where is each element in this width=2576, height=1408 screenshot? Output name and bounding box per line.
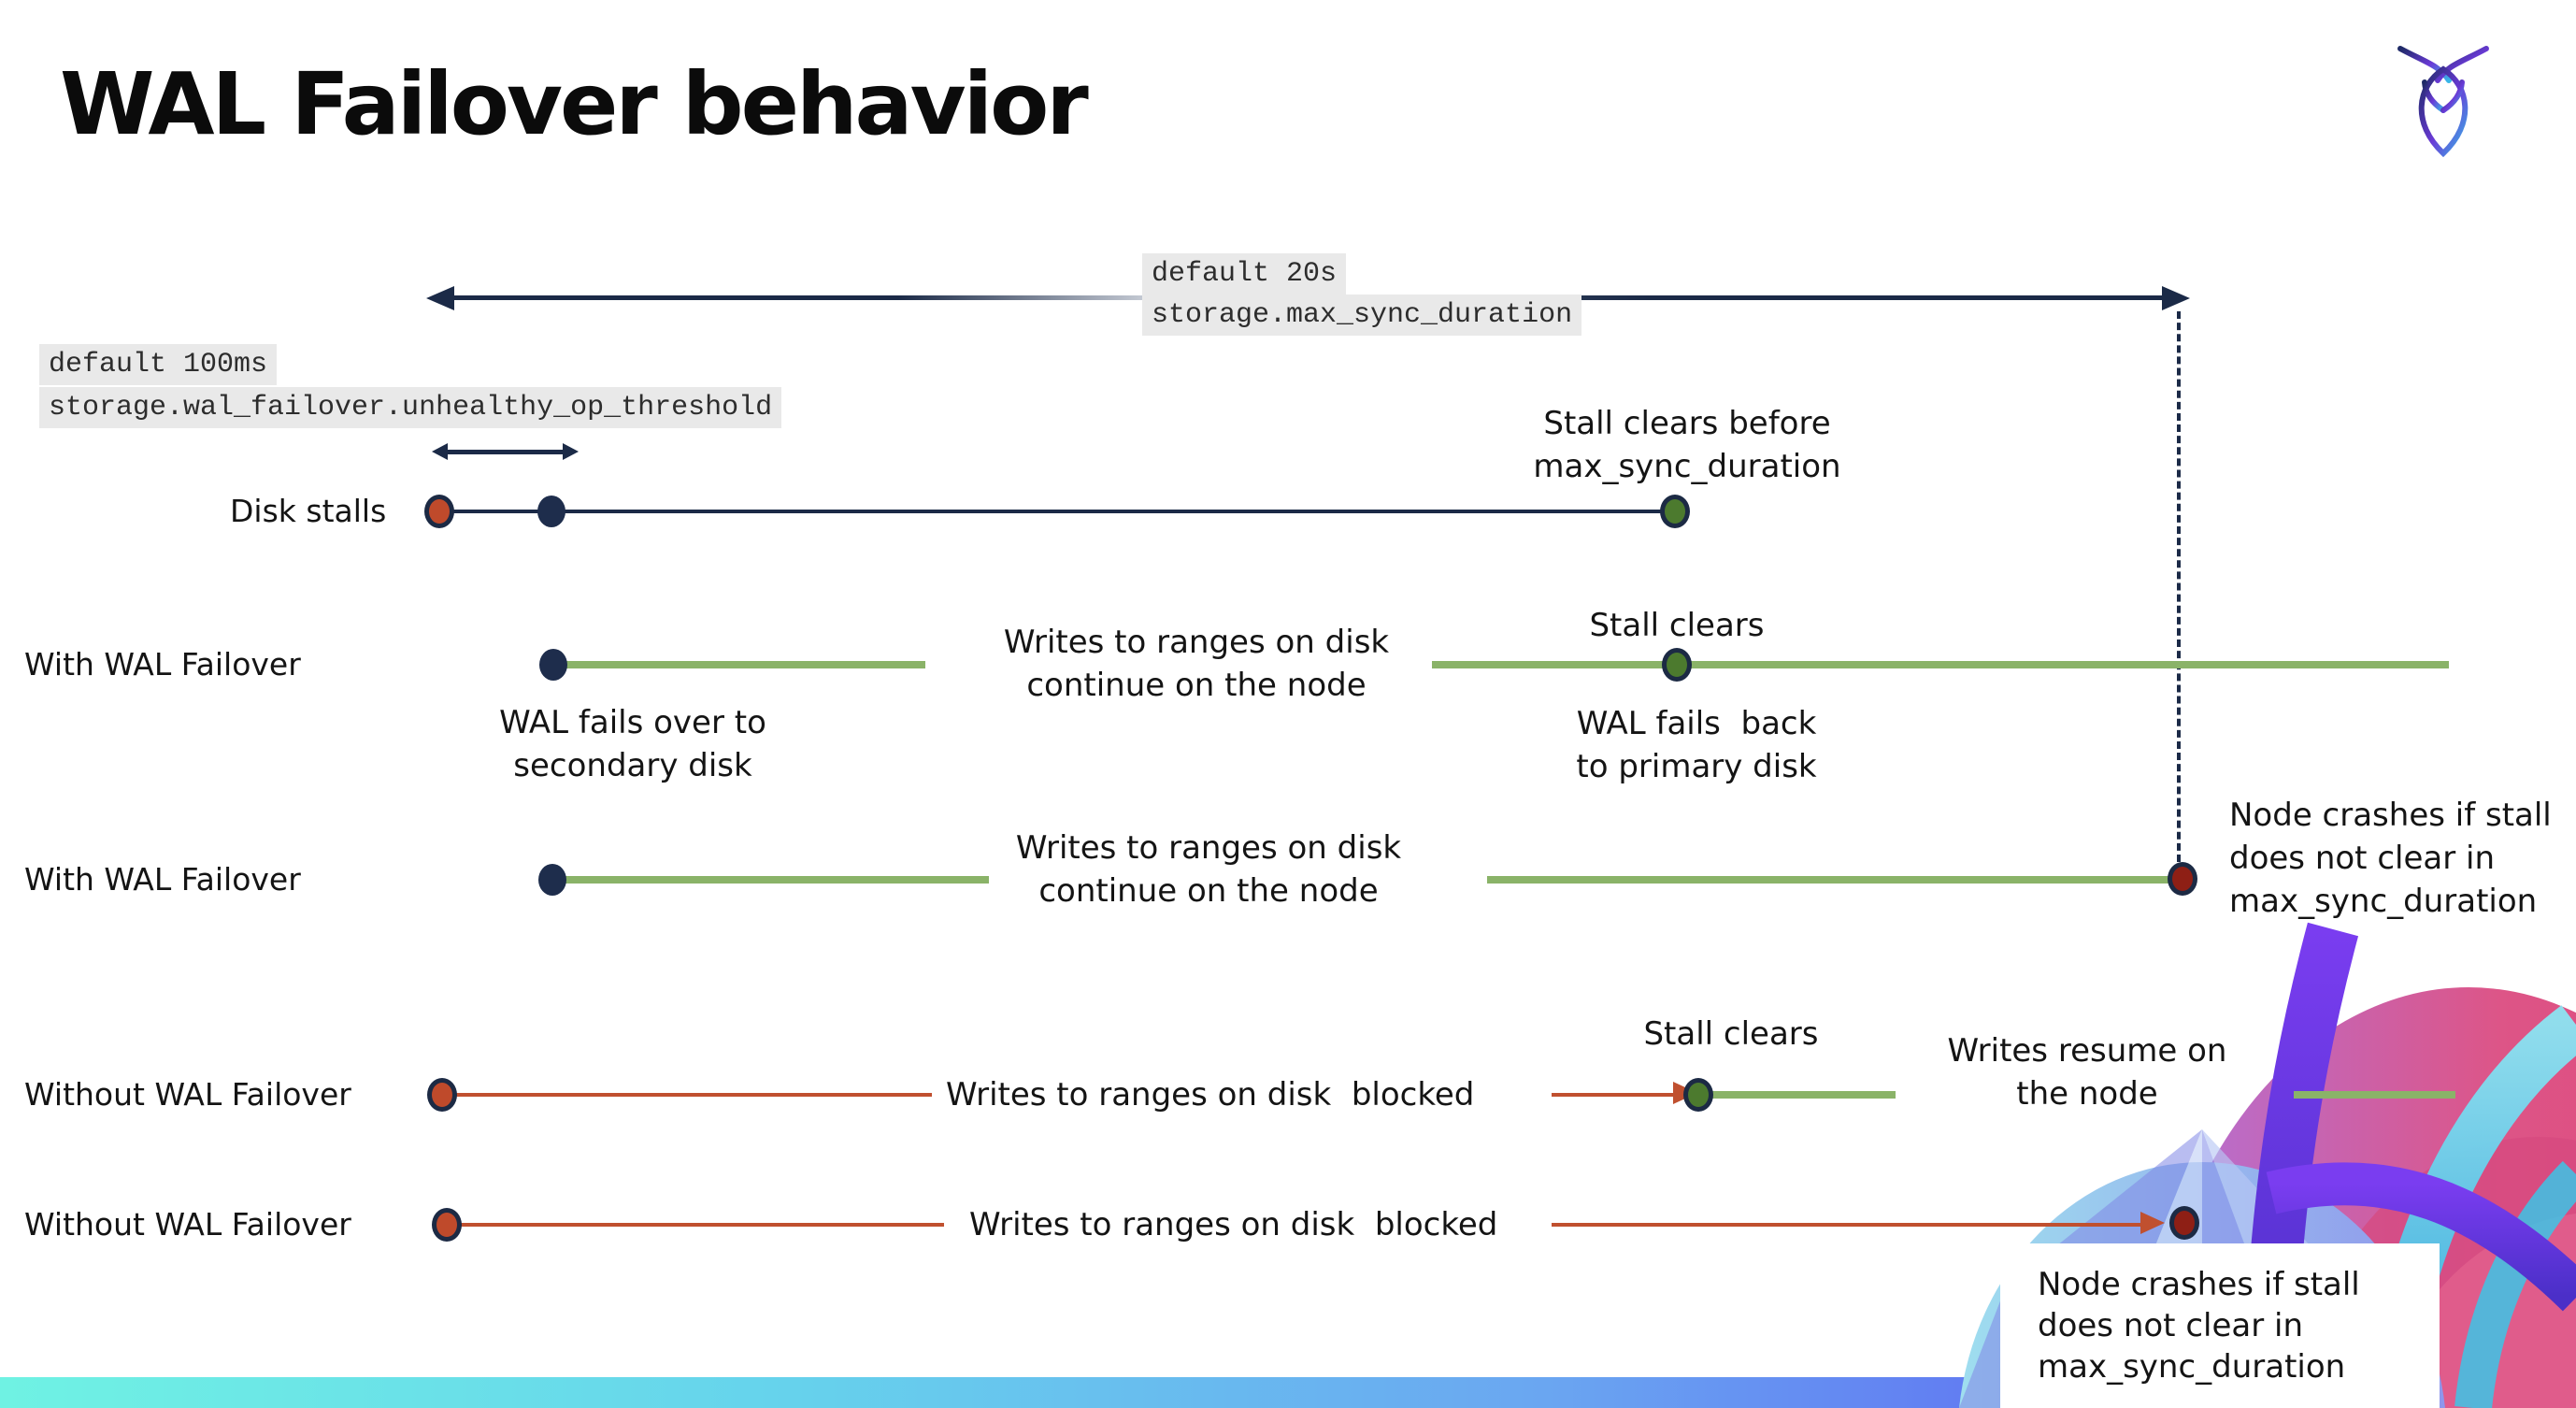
row-label-without-wal-1: Without WAL Failover bbox=[24, 1076, 351, 1113]
writes-blocked-label-bottom: Writes to ranges on disk blocked bbox=[969, 1206, 1498, 1243]
stall-clears-label-bottom: Stall clears bbox=[1643, 1015, 1819, 1053]
max-sync-default-chip: default 20s bbox=[1142, 253, 1347, 295]
max-sync-deadline-dashed-line bbox=[2177, 311, 2181, 862]
healthy-writes-line-row2a bbox=[553, 661, 925, 668]
cockroachdb-logo-icon bbox=[2397, 46, 2489, 158]
blocked-arrowhead-row5 bbox=[2140, 1212, 2165, 1234]
threshold-right-arrowhead bbox=[563, 443, 579, 460]
node-crash-dot-row3 bbox=[2168, 862, 2197, 896]
max-sync-setting-chip: storage.max_sync_duration bbox=[1142, 295, 1582, 336]
healthy-writes-line-row3a bbox=[552, 876, 989, 884]
healthy-writes-line-row2b bbox=[1432, 661, 2449, 668]
threshold-left-arrowhead bbox=[432, 443, 448, 460]
ruler-right-arrowhead bbox=[2162, 286, 2190, 310]
blocked-writes-line-row4b bbox=[1552, 1093, 1673, 1097]
failover-threshold-dot-row1 bbox=[537, 496, 565, 527]
blocked-writes-line-row5b bbox=[1552, 1223, 2140, 1227]
stall-start-dot-row5 bbox=[432, 1208, 462, 1242]
resumed-writes-line-row4b bbox=[2294, 1091, 2455, 1099]
writes-resume-label: Writes resume on the node bbox=[1947, 1032, 2227, 1113]
stall-clears-before-label: Stall clears before max_sync_duration bbox=[1533, 405, 1841, 485]
row-label-disk-stalls: Disk stalls bbox=[230, 493, 387, 529]
failover-dot-row2 bbox=[539, 649, 567, 681]
wal-fails-over-label: WAL fails over to secondary disk bbox=[499, 704, 766, 784]
writes-continue-label-top: Writes to ranges on disk continue on the… bbox=[1003, 624, 1390, 704]
row-label-with-wal-2: With WAL Failover bbox=[24, 861, 301, 898]
healthy-writes-line-row3b bbox=[1487, 876, 2182, 884]
stall-start-dot-row4 bbox=[427, 1078, 457, 1112]
row-label-with-wal-1: With WAL Failover bbox=[24, 646, 301, 682]
stall-clear-dot-row1 bbox=[1660, 495, 1690, 528]
node-crashes-top-label: Node crashes if stall does not clear in … bbox=[2229, 797, 2552, 920]
row-label-without-wal-2: Without WAL Failover bbox=[24, 1206, 351, 1243]
ruler-left-arrowhead bbox=[426, 286, 454, 310]
stall-clear-dot-row4 bbox=[1683, 1078, 1713, 1112]
node-crashes-bottom-label: Node crashes if stall does not clear in … bbox=[2038, 1266, 2360, 1386]
blocked-writes-line-row4a bbox=[442, 1093, 932, 1097]
stall-clears-label-mid: Stall clears bbox=[1589, 607, 1765, 644]
threshold-span-line bbox=[447, 450, 563, 454]
stall-clear-dot-row2 bbox=[1662, 648, 1692, 682]
threshold-setting-chip: storage.wal_failover.unhealthy_op_thresh… bbox=[39, 387, 782, 428]
node-crash-callout-box: Node crashes if stall does not clear in … bbox=[2000, 1243, 2440, 1408]
failover-dot-row3 bbox=[538, 864, 566, 896]
writes-blocked-label-top: Writes to ranges on disk blocked bbox=[946, 1076, 1475, 1113]
page-title: WAL Failover behavior bbox=[60, 54, 1089, 154]
threshold-default-chip: default 100ms bbox=[39, 344, 278, 385]
resumed-writes-line-row4a bbox=[1698, 1091, 1896, 1099]
writes-continue-label-bottom: Writes to ranges on disk continue on the… bbox=[1015, 829, 1402, 910]
wal-fails-back-label: WAL fails back to primary disk bbox=[1576, 705, 1817, 785]
blocked-writes-line-row5a bbox=[447, 1223, 944, 1227]
stall-start-dot-row1 bbox=[424, 495, 454, 528]
timeline-row1-line bbox=[439, 510, 1675, 513]
node-crash-dot-row5 bbox=[2169, 1206, 2199, 1240]
